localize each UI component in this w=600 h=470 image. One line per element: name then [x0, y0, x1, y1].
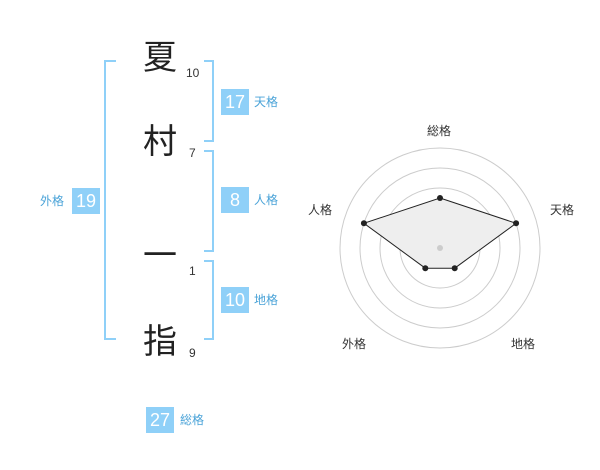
kanji-char-4: 指 [143, 322, 177, 362]
gaikaku-badge: 19 [72, 188, 100, 214]
chikaku-bracket [204, 260, 214, 340]
radar-point-chikaku [451, 265, 458, 272]
stroke-count-3: 1 [189, 264, 196, 278]
tenkaku-bracket [204, 60, 214, 142]
soukaku-label: 総格 [180, 413, 205, 427]
radar-label-tenkaku: 天格 [550, 203, 575, 217]
jinkaku-bracket [204, 150, 214, 252]
radar-ring [399, 207, 481, 289]
stroke-count-4: 9 [189, 346, 196, 360]
gaikaku-label: 外格 [40, 194, 65, 208]
radar-ring [419, 227, 461, 269]
kanji-char-2: 村 [143, 122, 177, 162]
radar-label-chikaku: 地格 [511, 337, 536, 351]
radar-point-gaikaku [422, 265, 429, 272]
radar-polygon [362, 197, 518, 269]
radar-label-soukaku: 総格 [427, 124, 452, 138]
tenkaku-label: 天格 [254, 95, 279, 109]
kanji-char-1: 夏 [143, 38, 177, 78]
gaikaku-bracket [104, 60, 116, 340]
radar-label-gaikaku: 外格 [342, 337, 367, 351]
chikaku-badge: 10 [221, 287, 249, 313]
radar-point-tenkaku [513, 220, 520, 227]
radar-point-jinkaku [360, 220, 367, 227]
radar-center-dot [437, 245, 443, 251]
jinkaku-badge: 8 [221, 187, 249, 213]
jinkaku-label: 人格 [254, 193, 279, 207]
stroke-count-1: 10 [186, 66, 200, 80]
stroke-count-2: 7 [189, 146, 196, 160]
radar-label-jinkaku: 人格 [308, 203, 333, 217]
chikaku-label: 地格 [254, 293, 279, 307]
radar-ring [359, 167, 521, 329]
radar-ring [379, 187, 501, 309]
tenkaku-badge: 17 [221, 89, 249, 115]
soukaku-badge: 27 [146, 407, 174, 433]
radar-ring [339, 147, 541, 349]
radar-point-soukaku [437, 195, 443, 201]
kanji-char-3: 一 [143, 236, 177, 276]
